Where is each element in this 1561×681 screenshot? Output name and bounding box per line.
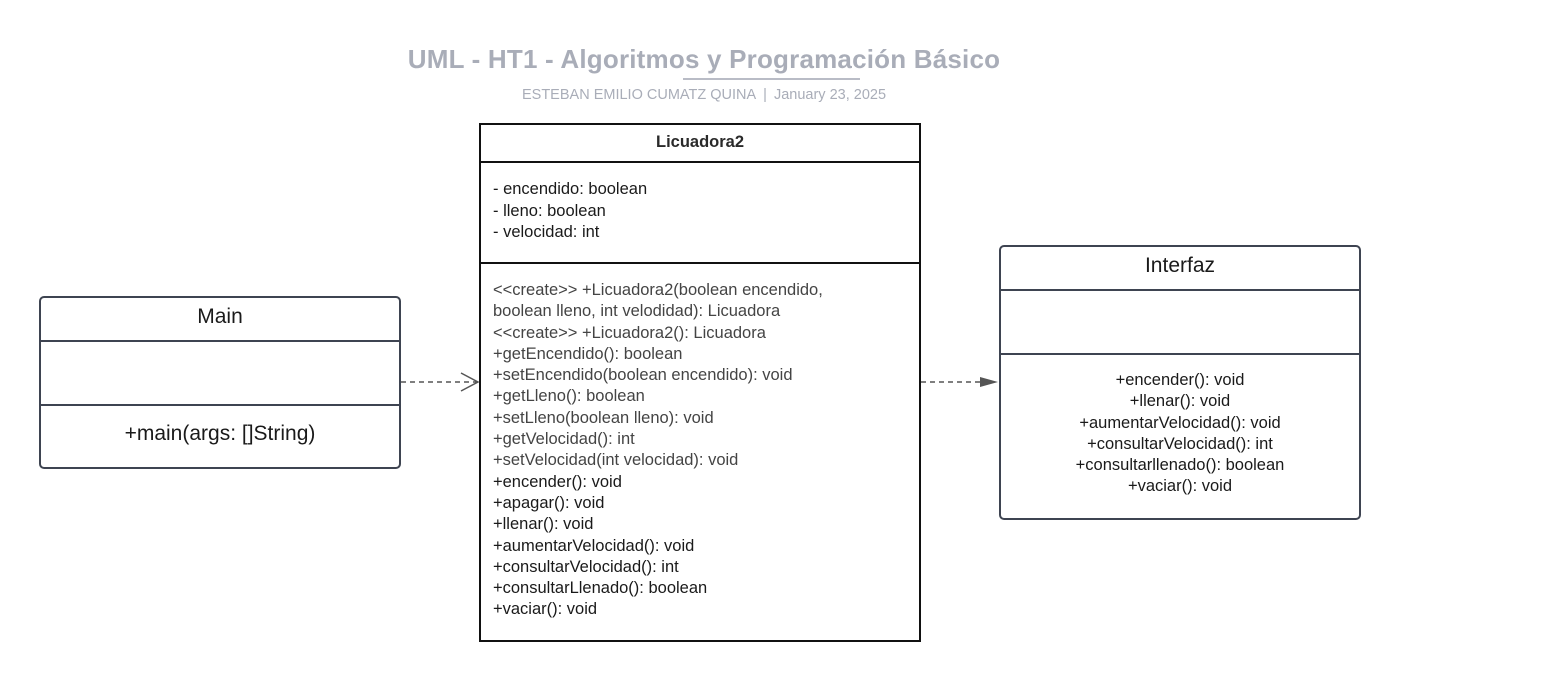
divider bbox=[41, 404, 399, 406]
diagram-date: January 23, 2025 bbox=[773, 87, 887, 103]
operation: +llenar(): void bbox=[1129, 392, 1231, 411]
operation: <<create>> +Licuadora2(): Licuadora bbox=[493, 323, 766, 342]
class-name: Licuadora2 bbox=[655, 133, 745, 151]
divider bbox=[481, 161, 919, 163]
operation: +getEncendido(): boolean bbox=[493, 344, 683, 363]
operation: +encender(): void bbox=[493, 472, 622, 491]
operation: +encender(): void bbox=[1115, 371, 1245, 389]
diagram-subtitle: ESTEBAN EMILIO CUMATZ QUINA | January 23, … bbox=[404, 87, 1004, 103]
title-underline bbox=[683, 78, 860, 80]
class-interfaz[interactable]: Interfaz +encender(): void +llenar(): vo… bbox=[999, 245, 1361, 520]
operation: +vaciar(): void bbox=[493, 600, 598, 619]
attributes-section: - encendido: boolean - lleno: boolean - … bbox=[481, 179, 919, 244]
attribute: - lleno: boolean bbox=[493, 201, 606, 220]
open-arrowhead bbox=[460, 372, 480, 392]
filled-arrowhead bbox=[980, 377, 998, 387]
operations-section: +encender(): void +llenar(): void +aumen… bbox=[1001, 370, 1359, 498]
attribute: - velocidad: int bbox=[493, 223, 600, 241]
operations-section: <<create>> +Licuadora2(boolean encendido… bbox=[481, 280, 919, 621]
operation: +setLleno(boolean lleno): void bbox=[493, 408, 714, 427]
class-main[interactable]: Main +main(args: []String) bbox=[39, 296, 401, 469]
divider bbox=[41, 340, 399, 342]
operation: +getVelocidad(): int bbox=[493, 430, 635, 449]
operation: <<create>> +Licuadora2(boolean encendido… bbox=[493, 281, 823, 299]
author-name: ESTEBAN EMILIO CUMATZ QUINA bbox=[521, 87, 757, 103]
operation: +llenar(): void bbox=[493, 515, 594, 534]
operation: boolean lleno, int velodidad): Licuadora bbox=[493, 302, 781, 321]
divider bbox=[1001, 289, 1359, 291]
operation: +vaciar(): void bbox=[1127, 477, 1233, 496]
attribute: - encendido: boolean bbox=[493, 180, 648, 198]
subtitle-separator: | bbox=[763, 87, 767, 103]
operation: +setVelocidad(int velocidad): void bbox=[493, 451, 739, 470]
operation: +aumentarVelocidad(): void bbox=[1079, 413, 1281, 432]
class-name: Interfaz bbox=[1144, 254, 1216, 277]
operation: +consultarllenado(): boolean bbox=[1075, 456, 1285, 475]
diagram-title: UML - HT1 - Algoritmos y Programación Bá… bbox=[407, 44, 1001, 74]
class-licuadora2[interactable]: Licuadora2 - encendido: boolean - lleno:… bbox=[479, 123, 921, 642]
operation: +consultarVelocidad(): int bbox=[493, 557, 679, 576]
class-name: Main bbox=[197, 305, 243, 328]
divider bbox=[1001, 353, 1359, 355]
operation: +aumentarVelocidad(): void bbox=[493, 536, 695, 555]
operation: +getLleno(): boolean bbox=[493, 387, 645, 406]
operation: +consultarLlenado(): boolean bbox=[493, 579, 708, 598]
operation: +apagar(): void bbox=[493, 493, 605, 512]
operation: +setEncendido(boolean encendido): void bbox=[493, 366, 793, 385]
operation: +main(args: []String) bbox=[124, 422, 316, 445]
divider bbox=[481, 262, 919, 264]
operation: +consultarVelocidad(): int bbox=[1087, 434, 1273, 453]
